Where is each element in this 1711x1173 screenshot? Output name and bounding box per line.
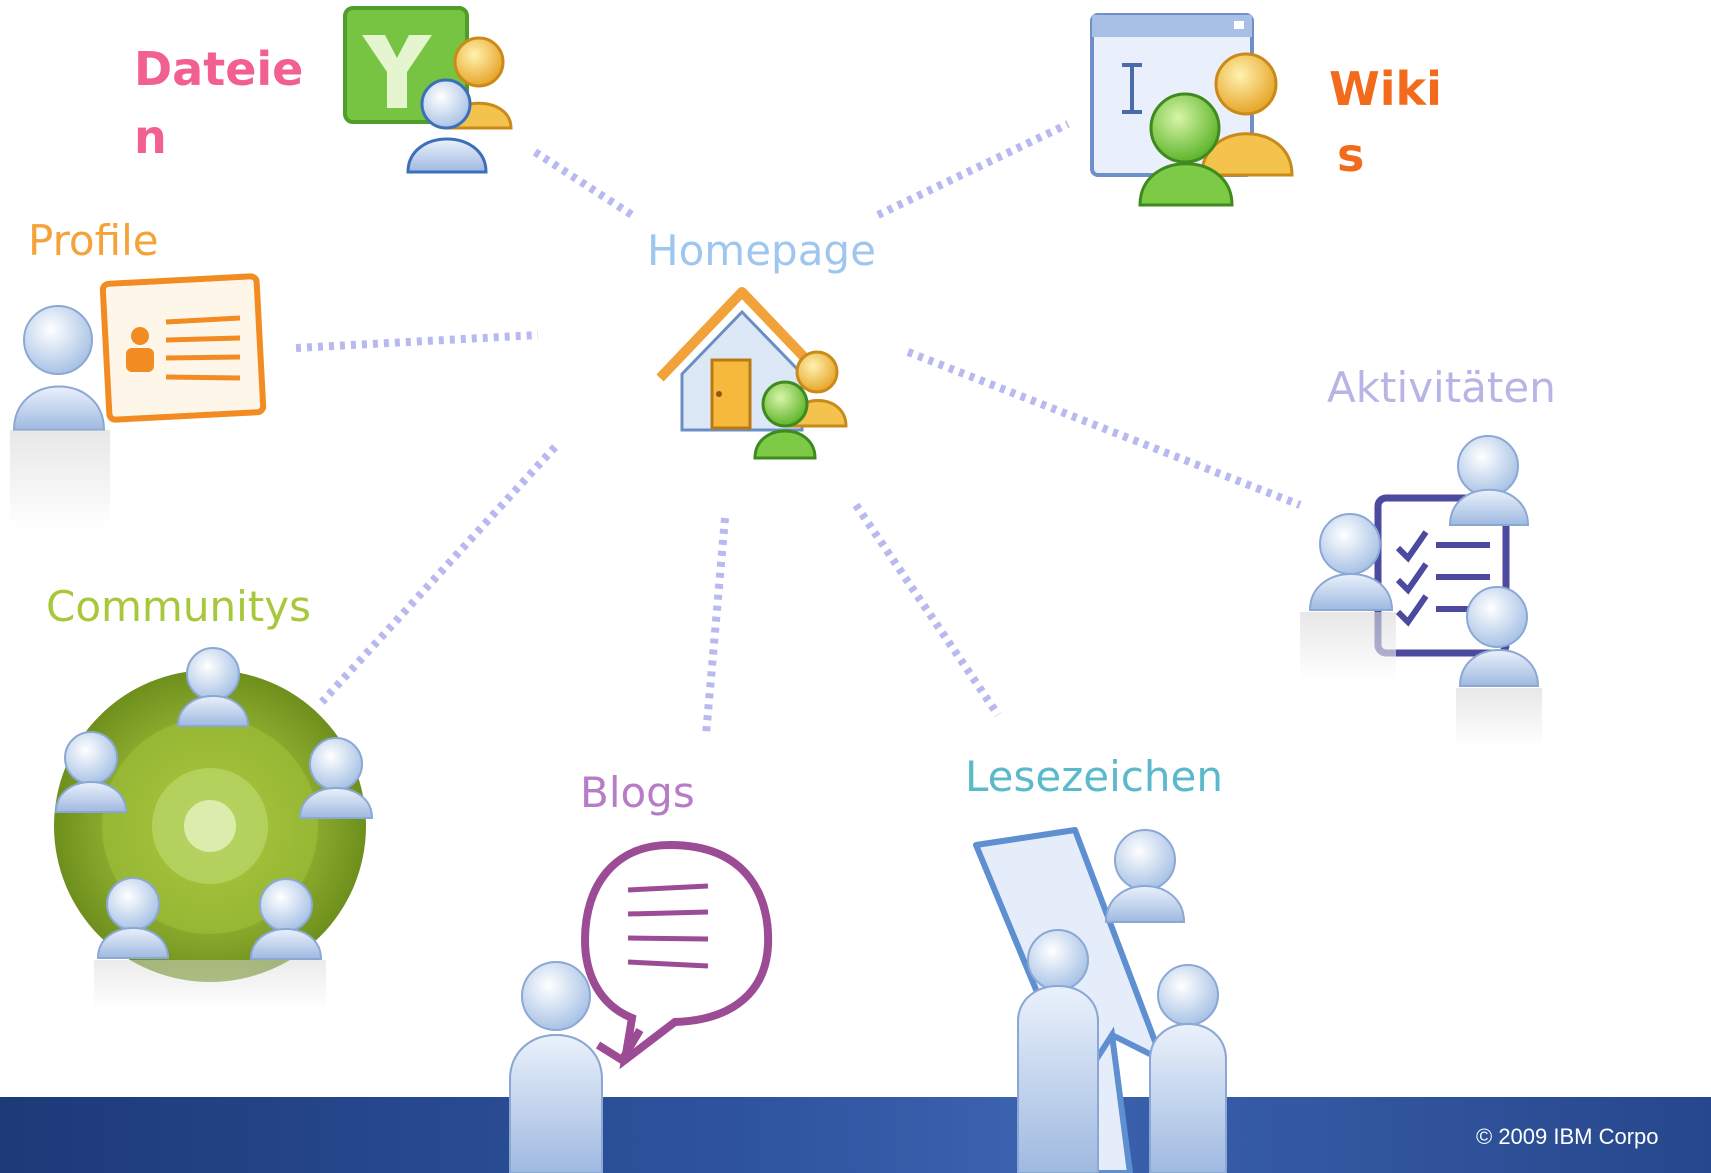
lesezeichen-label: Lesezeichen: [965, 752, 1223, 801]
connectors: [295, 120, 1302, 736]
dateien-label-line1: Dateie: [134, 42, 304, 96]
homepage-icon: [656, 287, 848, 460]
files-icon: [343, 6, 513, 174]
communities-icon: [54, 647, 374, 1010]
connector-aktivitaeten: [906, 348, 1302, 509]
profile-icon: [10, 273, 267, 530]
connector-lesezeichen: [852, 502, 1002, 718]
blogs-label: Blogs: [580, 768, 695, 817]
wikis-label-line1: Wiki: [1329, 62, 1442, 116]
wikis-icon: [1090, 13, 1294, 207]
homepage-label: Homepage: [647, 226, 876, 275]
connector-wikis: [876, 120, 1070, 219]
connector-communitys: [319, 444, 558, 705]
connector-blogs: [702, 517, 729, 736]
copyright-text: © 2009 IBM Corpo: [1476, 1124, 1659, 1149]
aktivitaeten-label: Aktivitäten: [1327, 363, 1556, 412]
bookmarks-icon: [973, 827, 1228, 1123]
profile-label: Profile: [28, 216, 159, 265]
communitys-label: Communitys: [46, 582, 311, 631]
connector-dateien: [532, 148, 635, 219]
activities-icon: [1300, 435, 1542, 748]
dateien-label-line2: n: [134, 110, 167, 164]
connector-profile: [295, 331, 539, 352]
blogs-icon: [508, 840, 773, 1081]
footer-bar: [0, 1097, 1711, 1173]
wikis-label-line2: s: [1337, 128, 1365, 182]
